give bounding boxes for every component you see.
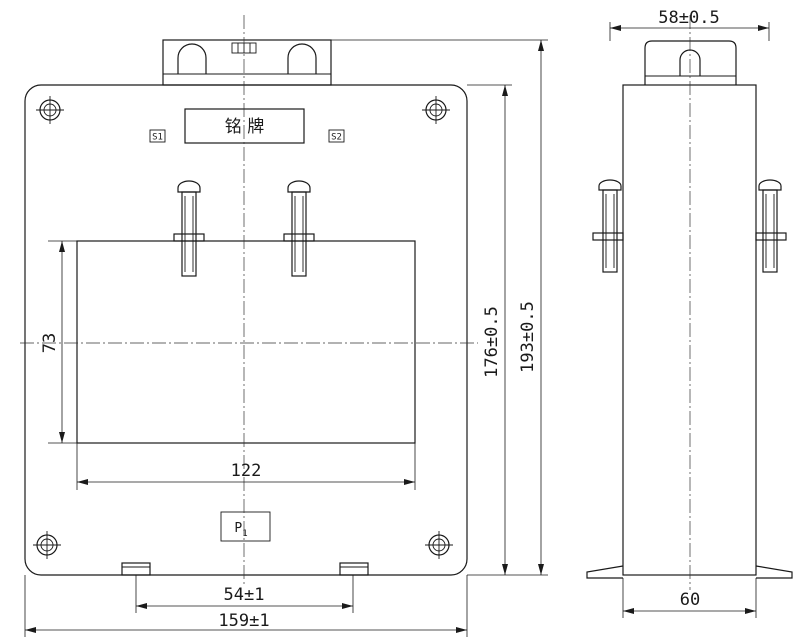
- dim-window-height: 73: [40, 333, 60, 353]
- primary-window: [76, 240, 416, 444]
- terminal-s1-box: [149, 129, 166, 143]
- primary-terminal-box: [220, 511, 271, 542]
- dim-overall-height: 193±0.5: [518, 301, 538, 373]
- side-body-outline: [622, 84, 757, 576]
- side-view: [586, 15, 793, 590]
- dim-window-width: 122: [231, 461, 262, 481]
- nameplate-box: [184, 108, 305, 144]
- dim-mount-spacing: 54±1: [224, 585, 265, 605]
- mounting-foot-left: [121, 562, 151, 576]
- nameplate-label: 铭 牌: [225, 117, 264, 137]
- mounting-hole-top-left: [36, 96, 64, 124]
- terminal-s2-box: [328, 129, 345, 143]
- dim-body-height: 176±0.5: [482, 306, 502, 378]
- top-terminal-block: [162, 39, 332, 86]
- side-dimensions: 58±0.5 60: [609, 8, 770, 618]
- mounting-foot-right: [339, 562, 369, 576]
- terminal-s2-label: S2: [331, 133, 342, 143]
- mounting-hole-top-right: [422, 96, 450, 124]
- side-screw-right: [755, 179, 787, 273]
- front-dimensions: 73 122 54±1 159±1 176±0.5: [24, 39, 548, 637]
- mounting-hole-bottom-left: [33, 531, 61, 559]
- side-top-cap: [644, 40, 737, 85]
- dim-overall-width: 159±1: [218, 611, 269, 631]
- dim-side-top-width: 58±0.5: [658, 8, 719, 28]
- front-body-outline: [24, 84, 468, 576]
- screw-terminal-left: [173, 180, 205, 277]
- mounting-hole-bottom-right: [425, 531, 453, 559]
- screw-terminal-right: [283, 180, 315, 277]
- dim-side-width: 60: [680, 590, 700, 610]
- side-screw-left: [592, 179, 624, 273]
- side-bracket-right: [755, 565, 793, 579]
- primary-terminal-label: P1: [234, 521, 247, 539]
- terminal-s1-label: S1: [152, 133, 163, 143]
- side-bracket-left: [586, 565, 624, 579]
- front-view: 铭 牌 S1 S2 P1: [20, 15, 478, 585]
